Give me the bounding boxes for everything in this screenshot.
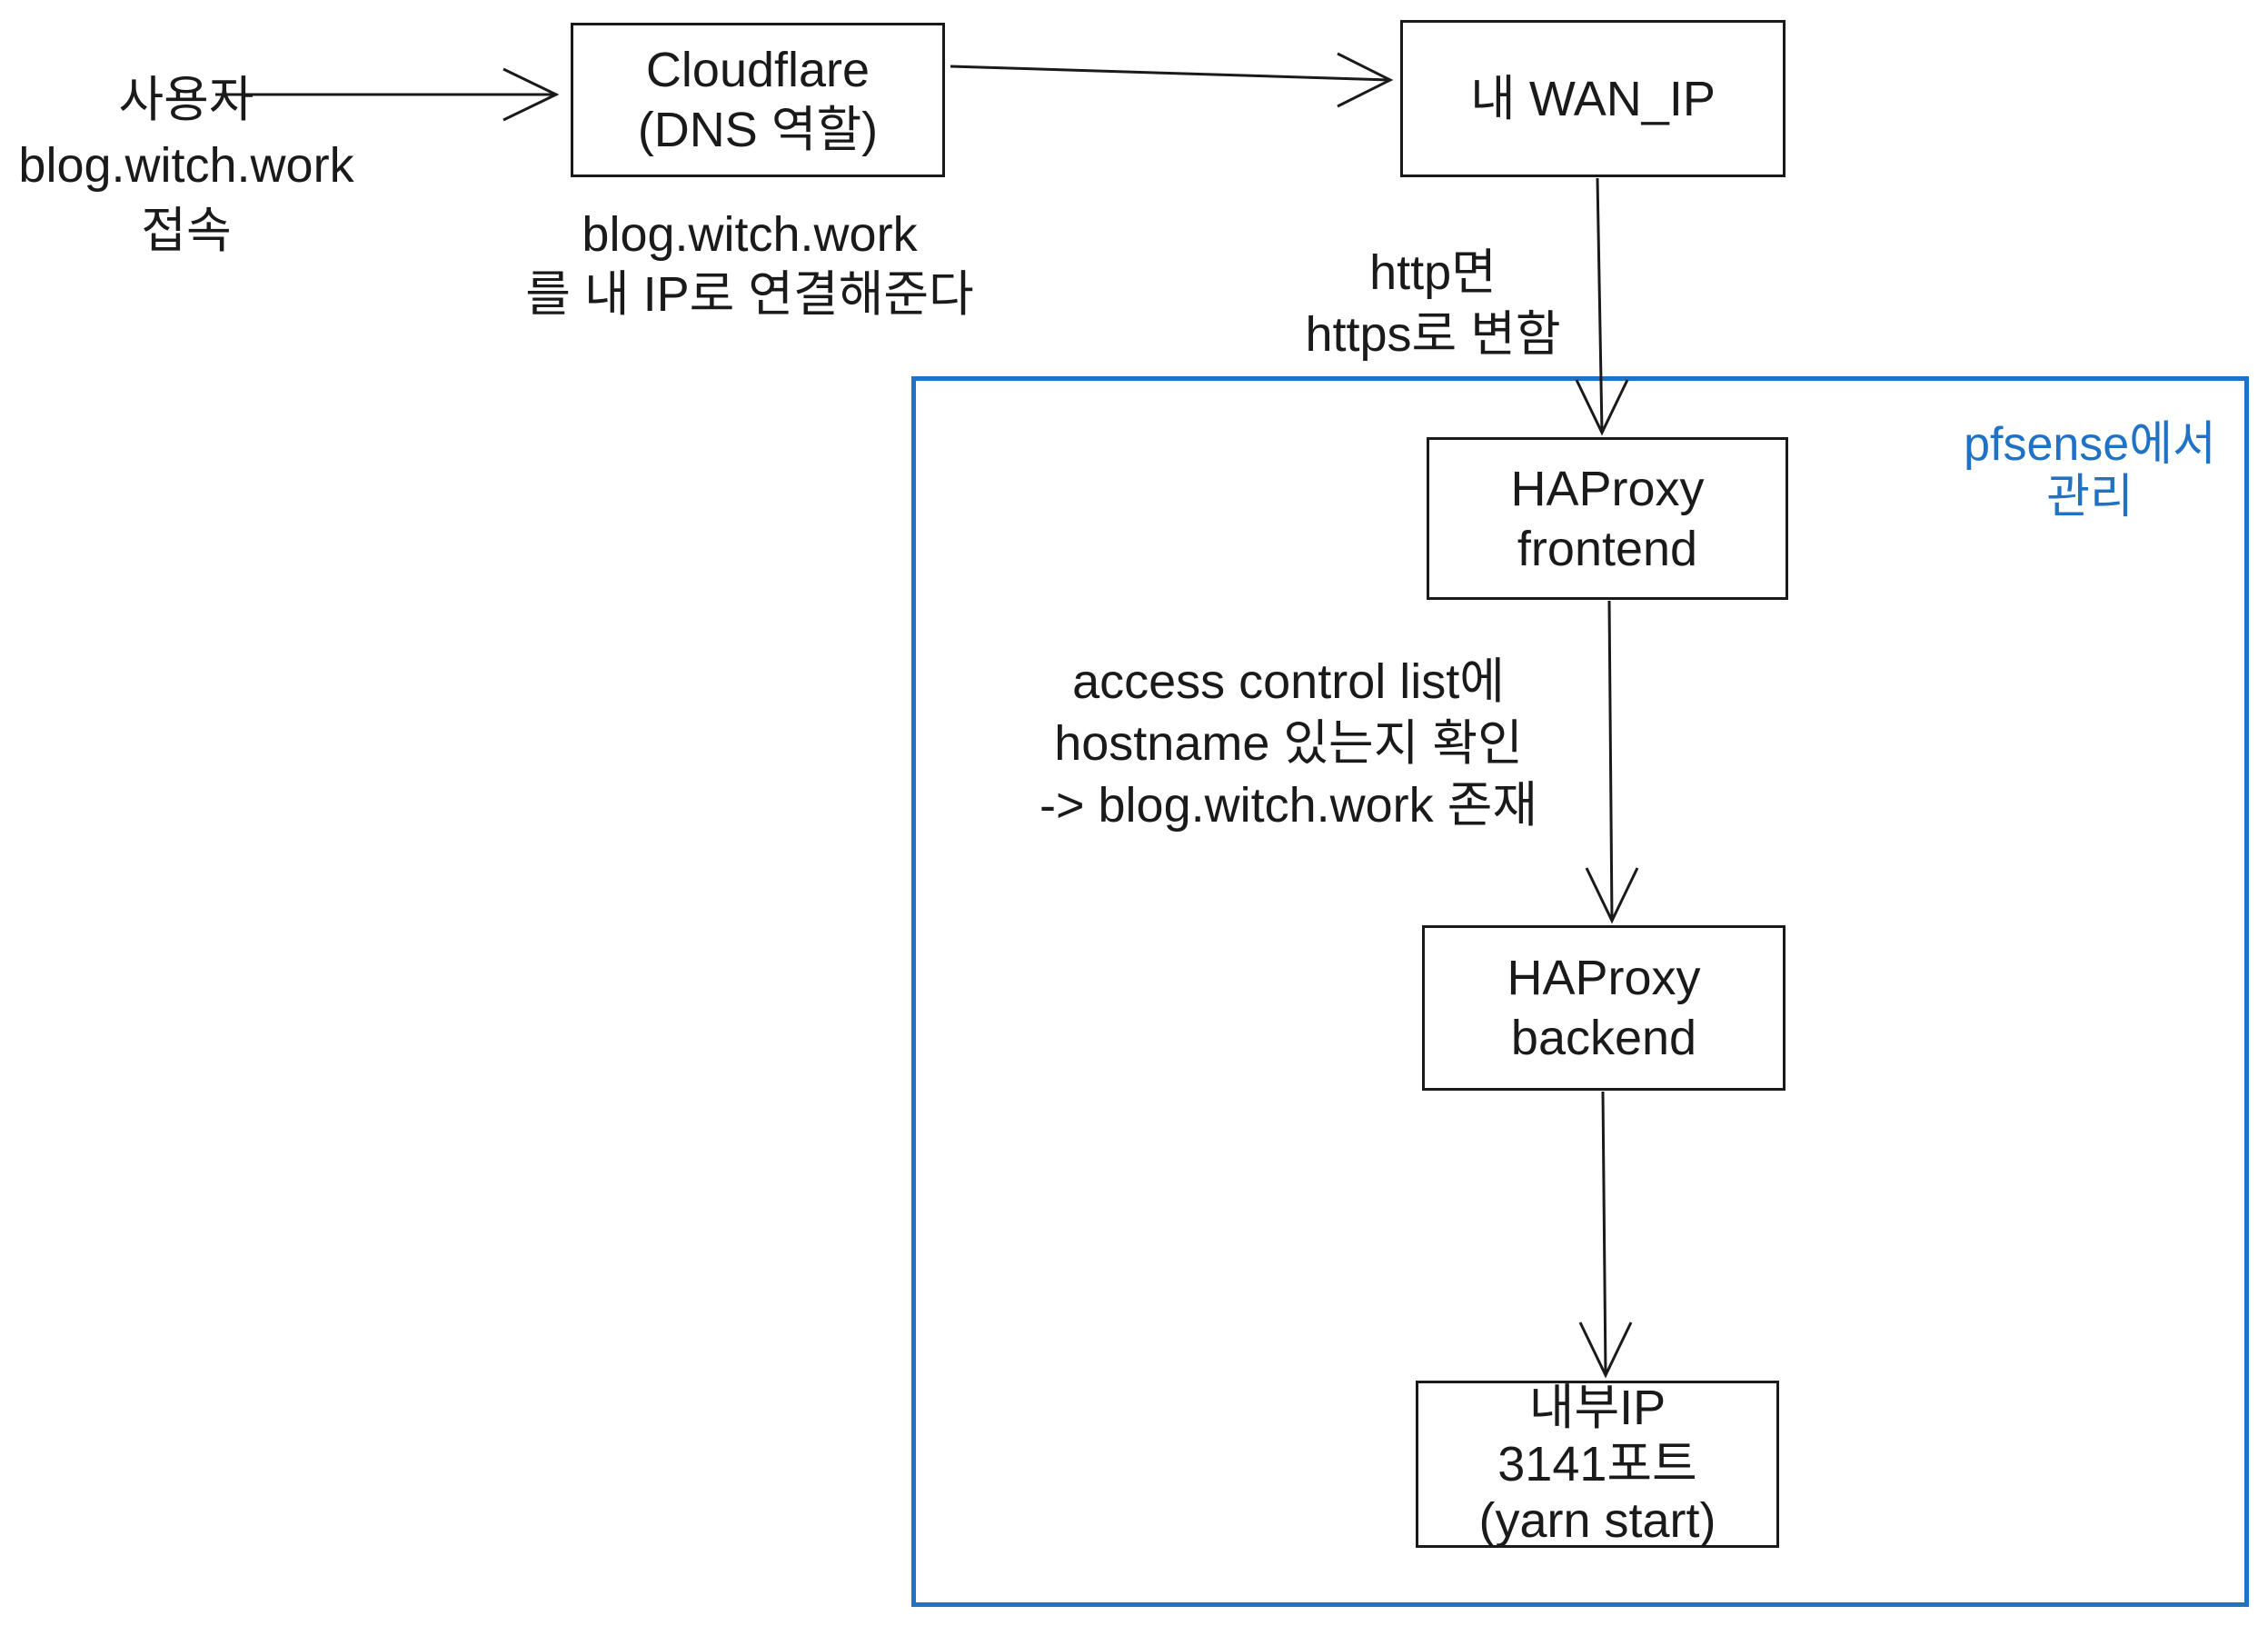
node-haproxy-backend-line: backend — [1510, 1011, 1697, 1065]
node-haproxy-backend-line: HAProxy — [1507, 951, 1701, 1005]
edge-backend-to-internalip — [1601, 1091, 1607, 1376]
node-internal-ip-line: 3141포트 — [1497, 1437, 1697, 1491]
node-haproxy-frontend: HAProxy frontend — [1427, 437, 1788, 600]
arrowhead-frontend-to-backend — [1585, 867, 1639, 924]
acl-note: access control list에 hostname 있는지 확인 -> … — [1040, 651, 1537, 836]
cloudflare-note-line: blog.witch.work — [582, 207, 918, 262]
user-label-line: 접속 — [141, 204, 232, 258]
node-haproxy-frontend-line: frontend — [1517, 521, 1698, 576]
edge-frontend-to-backend — [1607, 600, 1614, 922]
acl-note-line: -> blog.witch.work 존재 — [1039, 778, 1538, 833]
acl-note-line: hostname 있는지 확인 — [1054, 716, 1523, 771]
edge-wanip-to-frontend — [1596, 177, 1604, 434]
arrowhead-user-to-cloudflare — [502, 67, 560, 122]
node-haproxy-frontend-line: HAProxy — [1510, 461, 1705, 516]
user-label-line: blog.witch.work — [18, 138, 354, 193]
node-cloudflare-line: (DNS 역할) — [637, 103, 879, 157]
cloudflare-note-line: 를 내 IP로 연결해준다 — [525, 267, 974, 322]
arrowhead-wanip-to-frontend — [1575, 379, 1629, 436]
pfsense-group-label: pfsense에서 관리 — [1964, 418, 2216, 524]
edge-cloudflare-to-wanip — [950, 65, 1391, 82]
node-internal-ip-line: 내부IP — [1528, 1381, 1666, 1435]
pfsense-group-label-line: 관리 — [2046, 471, 2134, 524]
arrowhead-cloudflare-to-wanip — [1337, 52, 1394, 108]
node-wan-ip-label: 내 WAN_IP — [1470, 71, 1716, 126]
node-internal-ip: 내부IP 3141포트 (yarn start) — [1416, 1381, 1779, 1548]
http-note-line: http면 — [1369, 245, 1497, 300]
user-label: 사용자 blog.witch.work 접속 — [18, 67, 353, 264]
acl-note-line: access control list에 — [1072, 654, 1505, 709]
node-cloudflare-line: Cloudflare — [645, 43, 870, 97]
node-internal-ip-line: (yarn start) — [1478, 1493, 1716, 1548]
http-note-line: https로 변함 — [1305, 307, 1561, 362]
pfsense-group-box — [911, 376, 2249, 1607]
node-wan-ip: 내 WAN_IP — [1400, 20, 1786, 177]
node-haproxy-backend: HAProxy backend — [1422, 925, 1786, 1091]
cloudflare-note: blog.witch.work 를 내 IP로 연결해준다 — [525, 204, 973, 324]
node-cloudflare: Cloudflare (DNS 역할) — [571, 23, 945, 177]
http-note: http면 https로 변함 — [1305, 242, 1560, 365]
pfsense-group-label-line: pfsense에서 — [1964, 418, 2216, 471]
user-label-line: 사용자 — [118, 73, 254, 127]
arrowhead-backend-to-internalip — [1578, 1322, 1633, 1379]
